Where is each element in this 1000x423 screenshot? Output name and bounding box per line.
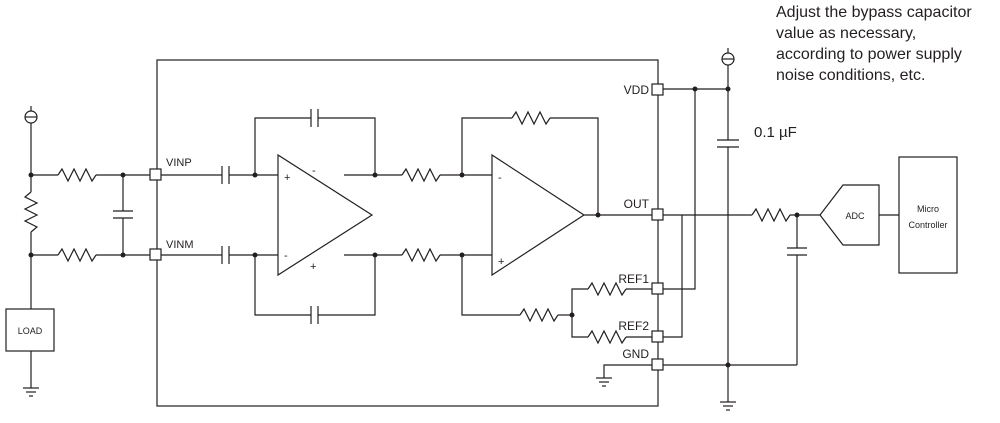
- reference-input-resistor: [461, 255, 572, 323]
- load-ground-symbol: [23, 351, 39, 397]
- vinp-pin: [149, 168, 162, 181]
- bypass-capacitor: [717, 89, 739, 365]
- vdd-pin: [651, 83, 664, 96]
- stage-resistor-top: [375, 167, 492, 183]
- amp1-plus-in: +: [284, 172, 290, 184]
- load-label: LOAD: [18, 326, 43, 336]
- amp1-bottom-feedback-capacitor: [254, 255, 376, 324]
- adc-label: ADC: [845, 211, 865, 221]
- amp1-top-feedback-capacitor: [254, 109, 376, 175]
- vdd-supply: [721, 48, 735, 89]
- gnd-pin: [651, 358, 664, 371]
- ic-package-outline: [156, 59, 659, 407]
- amp1-minus-in: -: [284, 250, 288, 262]
- ref1-label: REF1: [618, 272, 649, 286]
- ref1-to-vdd-wire: [663, 89, 696, 290]
- chopper-amplifier: [277, 153, 374, 277]
- stage-resistor-bottom: [375, 247, 492, 263]
- output-amplifier: [491, 153, 586, 277]
- input-filter-capacitor: [113, 175, 133, 255]
- out-pin: [651, 208, 664, 221]
- vdd-label: VDD: [624, 83, 650, 97]
- ref2-sense-wire: [663, 215, 683, 338]
- out-label: OUT: [624, 197, 650, 211]
- mcu-label-line1: Micro: [917, 204, 939, 214]
- amp2-feedback-resistor: [461, 110, 599, 215]
- gnd-label: GND: [622, 347, 649, 361]
- vinp-label: VINP: [166, 157, 192, 169]
- output-filter-capacitor: [787, 215, 807, 365]
- amp1-plus-out: +: [310, 261, 316, 273]
- vinm-pin: [149, 248, 162, 261]
- vinm-input-network: [31, 247, 150, 263]
- sense-resistor: [23, 175, 39, 309]
- load-box: LOAD: [5, 308, 55, 352]
- ref1-pin: [651, 282, 664, 295]
- main-ground-symbol: [720, 365, 736, 411]
- note-line: Adjust the bypass capacitor: [776, 4, 972, 21]
- note-line: according to power supply: [776, 46, 962, 63]
- internal-ground-symbol: [596, 364, 652, 387]
- amp2-plus-in: +: [498, 256, 504, 268]
- ref2-pin: [651, 330, 664, 343]
- amp1-minus-out: -: [312, 165, 316, 177]
- ref2-label: REF2: [618, 319, 649, 333]
- note-line: value as necessary,: [776, 25, 917, 42]
- vinm-label: VINM: [166, 239, 194, 251]
- bypass-capacitor-note: Adjust the bypass capacitor value as nec…: [776, 2, 1000, 86]
- note-line: noise conditions, etc.: [776, 67, 926, 84]
- input-supply: [24, 106, 38, 175]
- microcontroller-block: [898, 156, 958, 274]
- vinp-input-network: [31, 167, 150, 183]
- amp2-minus-in: -: [498, 172, 502, 184]
- ref2-resistor: [571, 315, 652, 345]
- mcu-label-line2: Controller: [908, 220, 947, 230]
- bypass-capacitor-value: 0.1 µF: [754, 124, 797, 141]
- ref1-resistor: [571, 281, 652, 315]
